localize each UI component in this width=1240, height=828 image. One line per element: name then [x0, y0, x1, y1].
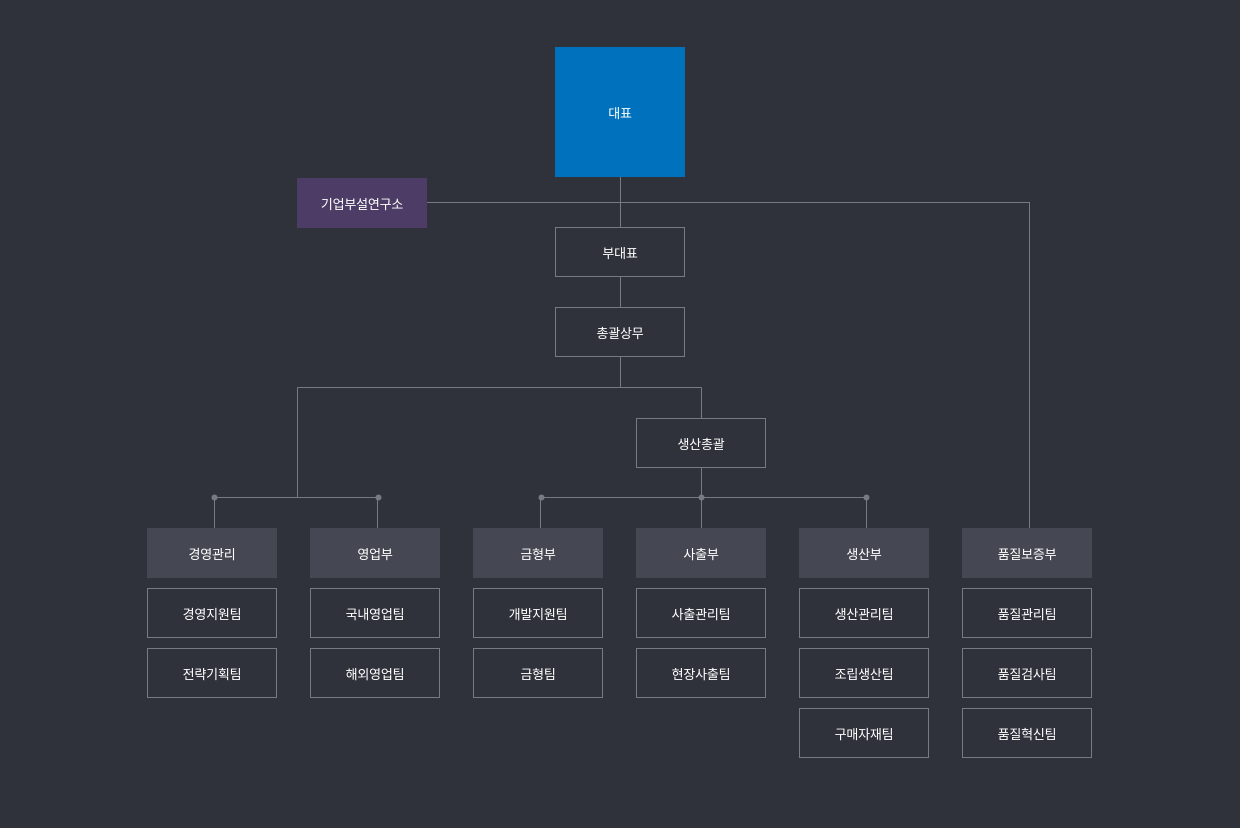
- team-box: 국내영업팀: [310, 588, 440, 638]
- connector-lab-quality: [427, 202, 1030, 528]
- dept-box-mold: 금형부: [473, 528, 603, 578]
- team-box: 품질관리팀: [962, 588, 1092, 638]
- team-box: 금형팀: [473, 648, 603, 698]
- team-box: 경영지원팀: [147, 588, 277, 638]
- dept-box-quality: 품질보증부: [962, 528, 1092, 578]
- dept-box-management: 경영관리: [147, 528, 277, 578]
- team-box: 생산관리팀: [799, 588, 929, 638]
- team-box: 사출관리팀: [636, 588, 766, 638]
- production-head-box: 생산총괄: [636, 418, 766, 468]
- junction-dot: [863, 494, 870, 501]
- team-box: 품질검사팀: [962, 648, 1092, 698]
- dept-box-sales: 영업부: [310, 528, 440, 578]
- vice-ceo-box: 부대표: [555, 227, 685, 277]
- junction-dot: [375, 494, 382, 501]
- team-box: 개발지원팀: [473, 588, 603, 638]
- junction-dot: [698, 494, 705, 501]
- ceo-box: 대표: [555, 47, 685, 177]
- team-box: 해외영업팀: [310, 648, 440, 698]
- team-box: 품질혁신팀: [962, 708, 1092, 758]
- research-lab-box: 기업부설연구소: [297, 178, 427, 228]
- dept-box-production: 생산부: [799, 528, 929, 578]
- junction-dot: [538, 494, 545, 501]
- team-box: 조립생산팀: [799, 648, 929, 698]
- team-box: 구매자재팀: [799, 708, 929, 758]
- junction-dot: [211, 494, 218, 501]
- team-box: 전략기획팀: [147, 648, 277, 698]
- general-director-box: 총괄상무: [555, 307, 685, 357]
- team-box: 현장사출팀: [636, 648, 766, 698]
- dept-box-injection: 사출부: [636, 528, 766, 578]
